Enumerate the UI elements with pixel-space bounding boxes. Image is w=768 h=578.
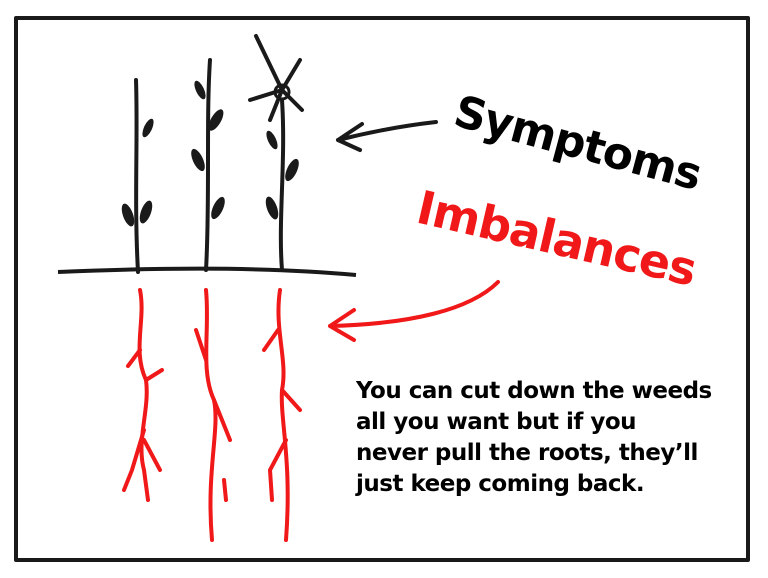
illustration-frame [14,16,750,562]
arrows [328,120,500,342]
weed-stems [134,34,304,274]
caption-line: just keep coming back. [356,471,645,497]
stem-1 [134,78,140,274]
symptoms-arrow [336,120,438,152]
stem-2 [204,58,212,272]
ground-line [57,266,357,277]
leaves [121,80,299,227]
caption-line: never pull the roots, they’ll [356,440,698,466]
star-flower [248,34,304,122]
caption-line: all you want but if you [356,409,637,435]
caption-line: You can cut down the weeds [356,378,712,404]
roots [122,288,302,542]
stem-3 [278,98,286,272]
caption-text: You can cut down the weeds all you want … [356,376,712,500]
imbalances-arrow [328,280,500,342]
